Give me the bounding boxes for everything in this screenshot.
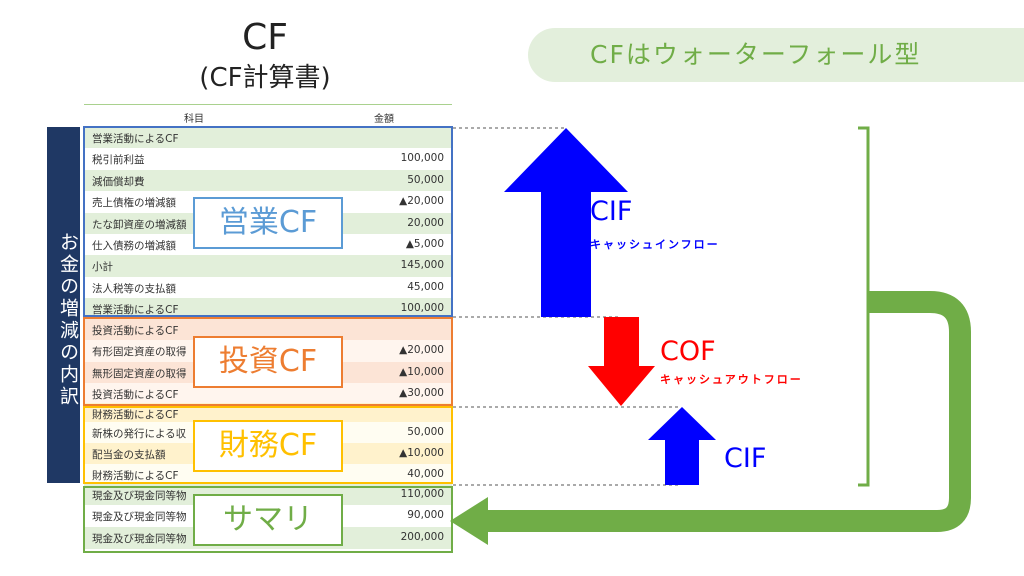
table-row: 法人税等の支払額 45,000 [84,277,452,298]
table-row: 投資活動によるCF [84,319,452,340]
row-label: 現金及び現金同等物 [92,490,187,502]
row-label: 財務活動によるCF [92,470,179,482]
row-value: ▲30,000 [399,387,444,399]
table-row: 小計 145,000 [84,255,452,277]
row-value: 100,000 [400,152,444,164]
row-label: 売上債権の増減額 [92,197,176,209]
cif-up-arrow-small [648,407,716,485]
row-value: 90,000 [407,509,444,521]
financing-cf-badge: 財務CF [193,420,343,472]
table-row: 財務活動によるCF 40,000 [84,464,452,484]
cof-sublabel: キャッシュアウトフロー [660,373,803,386]
table-row: 営業活動によるCF 100,000 [84,298,452,319]
row-label: 仕入債務の増減額 [92,240,176,252]
table-row: 減価償却費 50,000 [84,170,452,191]
row-label: 法人税等の支払額 [92,283,176,295]
cof-down-arrow [588,317,655,406]
row-label: たな卸資産の増減額 [92,219,187,231]
financing-section-frame [83,406,453,484]
side-label-bar [47,127,80,483]
row-label: 減価償却費 [92,176,145,188]
row-label: 新株の発行による収 [92,428,187,440]
row-label: 投資活動によるCF [92,389,179,401]
row-label: 営業活動によるCF [92,304,179,316]
waterfall-banner-text: CFはウォーターフォール型 [590,40,922,69]
row-value: ▲10,000 [399,366,444,378]
table-row: 営業活動によるCF [84,127,452,148]
header-amount: 金額 [374,114,394,125]
row-label: 財務活動によるCF [92,409,179,421]
summary-return-arrowhead [450,497,488,545]
green-bracket [858,126,870,487]
row-label: 現金及び現金同等物 [92,511,187,523]
row-value: ▲10,000 [399,447,444,459]
row-label: 営業活動によるCF [92,133,179,145]
waterfall-banner [528,28,1024,82]
cif-label-small: CIF [724,443,767,474]
row-label: 配当金の支払額 [92,449,166,461]
row-value: 100,000 [400,302,444,314]
summary-badge: サマリ [193,494,343,546]
row-label: 小計 [92,261,113,273]
cif-up-arrow-large [504,128,628,317]
table-row: 投資活動によるCF ▲30,000 [84,383,452,403]
cif-label: CIF [590,196,633,227]
row-value: ▲5,000 [405,238,444,250]
operating-section-frame [83,126,453,317]
row-label: 税引前利益 [92,154,145,166]
operating-cf-badge: 営業CF [193,197,343,249]
row-label: 無形固定資産の取得 [92,368,187,380]
row-value: 20,000 [407,217,444,229]
investing-cf-badge: 投資CF [193,336,343,388]
investing-section-frame [83,317,453,406]
row-value: 200,000 [400,531,444,543]
side-label-text: お金の増減の内訳 [57,232,79,408]
row-label: 有形固定資産の取得 [92,346,187,358]
row-value: ▲20,000 [399,195,444,207]
summary-section-frame [83,486,453,553]
row-value: 50,000 [407,174,444,186]
summary-return-arrow [478,291,971,532]
page-title: CF [242,17,288,58]
table-row: 税引前利益 100,000 [84,148,452,170]
row-value: 50,000 [407,426,444,438]
cif-sublabel: キャッシュインフロー [590,238,720,251]
row-value: 45,000 [407,281,444,293]
row-value: 110,000 [400,488,444,500]
row-label: 現金及び現金同等物 [92,533,187,545]
header-item: 科目 [184,114,204,125]
row-value: ▲20,000 [399,344,444,356]
row-label: 投資活動によるCF [92,325,179,337]
cof-label: COF [660,336,716,367]
page-subtitle: (CF計算書) [199,63,331,93]
row-value: 40,000 [407,468,444,480]
row-value: 145,000 [400,259,444,271]
